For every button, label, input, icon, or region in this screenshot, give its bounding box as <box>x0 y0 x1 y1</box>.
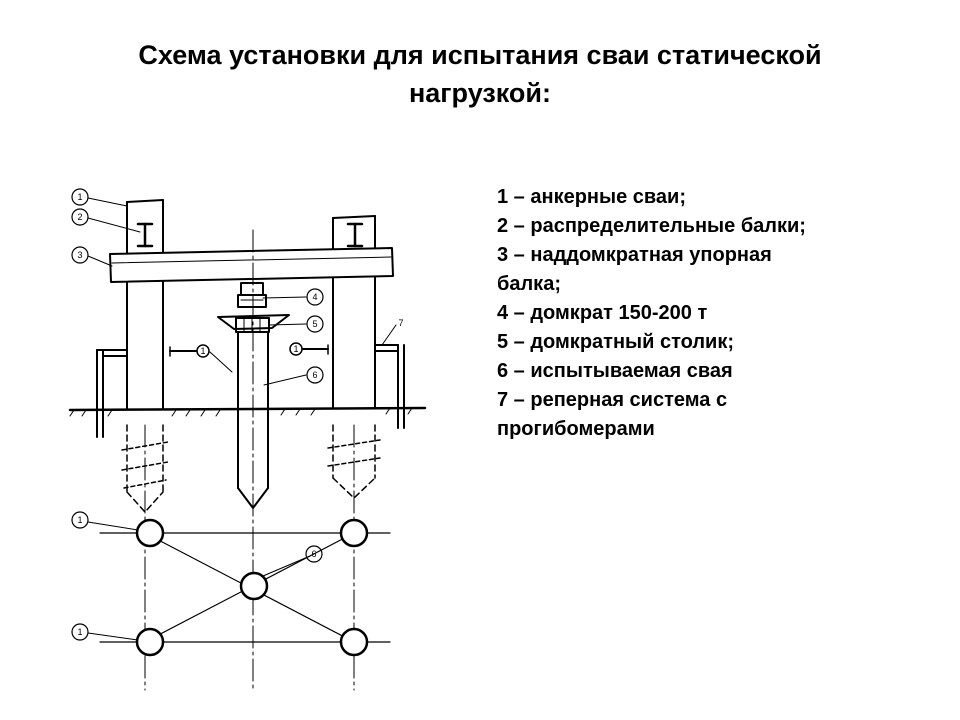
title-line-2: нагрузкой: <box>408 78 552 108</box>
legend-item-7: 7 – реперная система с <box>497 389 728 411</box>
plan-view <box>71 511 391 657</box>
dial-gauge-right <box>289 342 329 356</box>
callout-5: 5 <box>312 319 317 329</box>
jack <box>237 282 267 308</box>
ground-line <box>68 406 427 417</box>
title-line-1: Схема установки для испытания сваи стати… <box>138 40 822 70</box>
anchor-pile-left-underground <box>121 424 169 513</box>
callout-gauge-right: 1 <box>293 344 298 354</box>
plan-anchor-pile-bl <box>135 627 165 657</box>
callout-leaders-elevation <box>87 197 397 386</box>
legend-item-7-cont: прогибомерами <box>497 418 655 440</box>
legend-item-1: 1 – анкерные сваи; <box>497 186 686 208</box>
callout-2: 2 <box>77 212 82 222</box>
callout-3: 3 <box>77 250 82 260</box>
elevation-view <box>68 188 427 691</box>
reference-frame-right <box>374 344 405 429</box>
legend-list: 1 – анкерные сваи; 2 – распределительные… <box>497 183 927 444</box>
callout-6: 6 <box>312 370 317 380</box>
callout-gauge-left: 1 <box>200 346 205 356</box>
callout-1: 1 <box>77 192 82 202</box>
anchor-pile-right-underground <box>327 424 381 499</box>
reaction-beam <box>109 247 394 283</box>
plan-anchor-pile-br <box>339 627 369 657</box>
callout-circles-elevation <box>71 188 324 384</box>
distribution-beam-left <box>136 222 154 248</box>
plan-anchor-pile-tl <box>135 518 165 548</box>
callout-plan-1-top: 1 <box>77 515 82 525</box>
distribution-beam-right <box>346 222 364 248</box>
callout-7: 7 <box>398 318 403 328</box>
legend-item-6: 6 – испытываемая свая <box>497 360 733 382</box>
anchor-pile-left <box>126 199 164 409</box>
plan-anchor-pile-tr <box>339 518 369 548</box>
reference-frame-left <box>96 349 128 438</box>
legend-item-5: 5 – домкратный столик; <box>497 331 735 353</box>
slide-title: Схема установки для испытания сваи стати… <box>40 36 920 112</box>
callout-4: 4 <box>312 292 317 302</box>
dial-gauge-left <box>169 344 210 358</box>
callout-plan-1-bottom: 1 <box>77 627 82 637</box>
plan-test-pile <box>239 571 269 601</box>
callout-plan-6: 6 <box>311 549 316 559</box>
legend-item-4: 4 – домкрат 150-200 т <box>497 302 708 324</box>
legend-item-3-cont: балка; <box>497 273 561 295</box>
legend-item-3: 3 – наддомкратная упорная <box>497 244 772 266</box>
legend-item-2: 2 – распределительные балки; <box>497 215 806 237</box>
